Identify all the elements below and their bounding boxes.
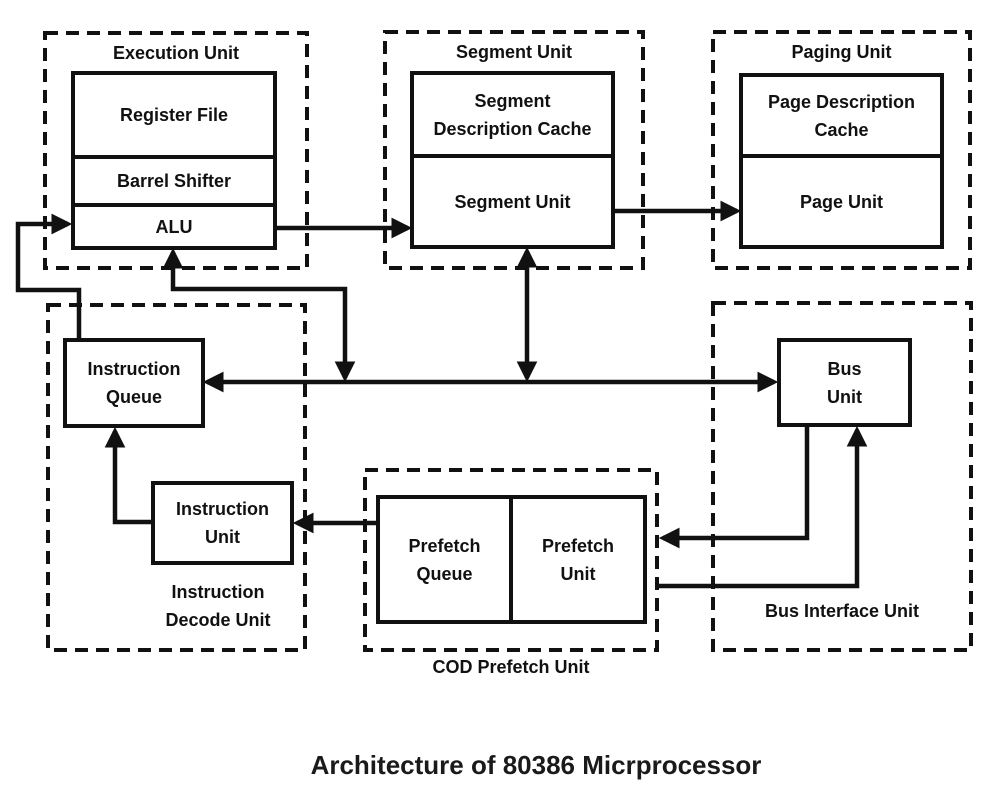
bus-unit-box [777,338,912,427]
arrow-prefetch-to-bus-unit [656,425,868,589]
cod-prefetch-unit-container [363,468,659,652]
execution-inner-box [71,71,277,250]
arrow-bus-unit-to-prefetch [658,425,810,549]
diagram-title: Architecture of 80386 Micrprocessor [310,750,762,780]
bus-interface-unit-container [711,301,973,652]
segment-unit-container [383,30,645,270]
arrow-instruction-unit-to-queue [104,426,153,525]
instruction-unit-box [151,481,294,565]
arrow-alu-bus-bidirectional [162,247,356,383]
execution-unit-container [43,31,309,270]
instruction-queue-box [63,338,205,428]
segment-inner-box [410,71,615,249]
paging-unit-container [711,30,972,270]
arrow-queue-to-alu [15,213,82,340]
paging-inner-box [739,73,944,249]
